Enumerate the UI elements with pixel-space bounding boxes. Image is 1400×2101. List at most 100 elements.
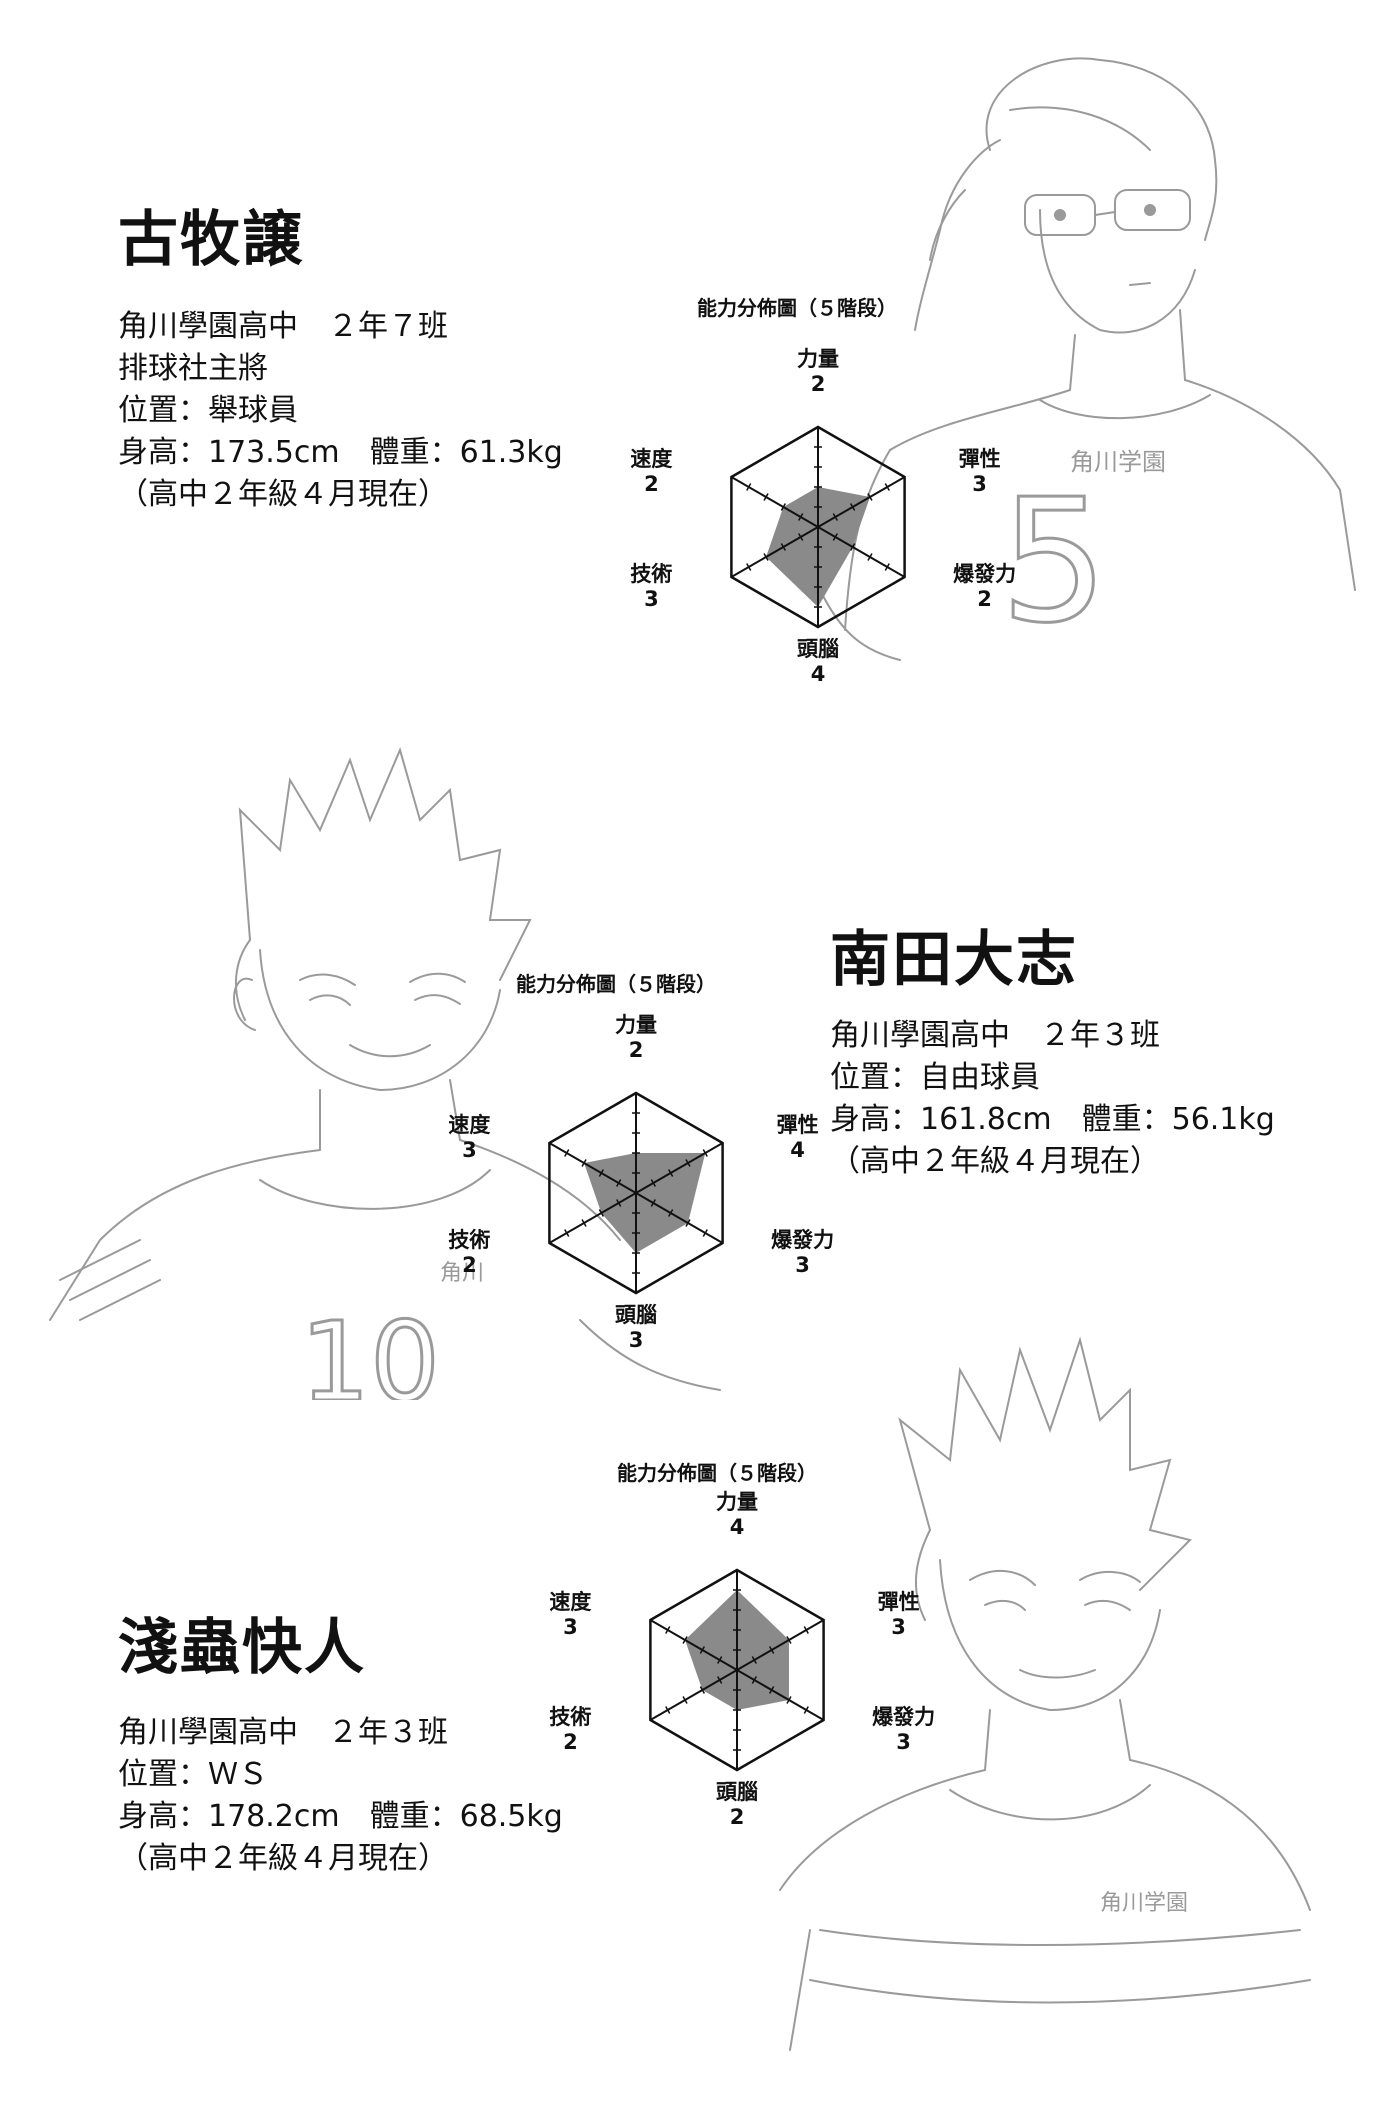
radar-spoke	[817, 526, 906, 578]
radar-tick	[780, 503, 787, 511]
player-1-name: 古牧譲	[118, 205, 304, 275]
player-2-chart-title: 能力分佈圖（５階段）	[516, 972, 716, 996]
radar-tick	[763, 493, 769, 501]
player-2-asof: （高中２年級４月現在）	[830, 1144, 1160, 1179]
stat-value: 2	[729, 1805, 745, 1829]
stat-value: 2	[462, 1253, 477, 1277]
radar-spoke	[635, 1192, 724, 1244]
radar-tick	[798, 513, 804, 521]
stat-value: 3	[462, 1138, 477, 1162]
stat-value: 2	[810, 372, 826, 396]
stat-name: 技術	[630, 562, 673, 586]
radar-tick	[746, 563, 752, 571]
radar-tick	[751, 1676, 757, 1684]
radar-tick	[685, 1159, 691, 1167]
stat-name: 爆發力	[953, 562, 1017, 586]
radar-tick	[682, 1636, 688, 1644]
stat-value: 2	[977, 587, 992, 611]
player-1-school: 角川學園高中 ２年７班	[118, 309, 448, 344]
radar-tick	[581, 1159, 587, 1167]
stat-name: 頭腦	[797, 637, 839, 661]
stat-value: 3	[563, 1615, 578, 1639]
radar-tick	[564, 1229, 570, 1237]
radar-tick	[702, 1229, 708, 1237]
radar-tick	[768, 1686, 775, 1694]
radar-tick	[685, 1219, 691, 1227]
stat-value: 4	[729, 1515, 745, 1539]
radar-tick	[849, 503, 856, 511]
radar-tick	[598, 1169, 605, 1177]
stat-name: 速度	[549, 1590, 592, 1614]
stat-name: 速度	[630, 447, 673, 471]
player-3-name: 淺蟲快人	[118, 1613, 366, 1683]
player-1-sketch: 角川学園 5	[819, 57, 1356, 663]
radar-tick	[581, 1219, 587, 1227]
player-1-role: 排球社主將	[118, 351, 268, 386]
player-2-school: 角川學園高中 ２年３班	[830, 1018, 1160, 1053]
radar-tick	[884, 483, 890, 491]
radar-tick	[832, 513, 838, 521]
radar-tick	[616, 1199, 622, 1207]
radar-tick	[867, 493, 873, 501]
stat-name: 頭腦	[615, 1303, 657, 1327]
stat-name: 力量	[716, 1490, 758, 1514]
radar-spoke	[736, 1669, 825, 1721]
player-3-info: 角川學園高中 ２年３班 位置：ＷＳ 身高：178.2cm 體重：68.5kg （…	[118, 1712, 563, 1880]
player-2-name: 南田大志	[830, 925, 1078, 995]
player-1-position: 位置：舉球員	[118, 393, 298, 428]
player-2-info: 角川學園高中 ２年３班 位置：自由球員 身高：161.8cm 體重：56.1kg…	[830, 1015, 1275, 1183]
radar-tick	[763, 553, 769, 561]
radar-tick	[699, 1646, 706, 1654]
radar-data-area	[584, 1153, 706, 1253]
radar-tick	[780, 543, 787, 551]
radar-tick	[616, 1179, 622, 1187]
player-1-body: 身高：173.5cm 體重：61.3kg	[118, 435, 563, 470]
player-2-sketch: 角川 10	[49, 747, 721, 1400]
stat-value: 2	[644, 472, 659, 496]
radar-tick	[768, 1646, 775, 1654]
radar-tick	[702, 1149, 708, 1157]
radar-tick	[682, 1696, 688, 1704]
radar-tick	[598, 1209, 605, 1217]
stat-name: 技術	[549, 1705, 592, 1729]
player-3-position: 位置：ＷＳ	[118, 1757, 268, 1792]
radar-spoke	[817, 476, 906, 528]
radar-tick	[803, 1626, 809, 1634]
stat-value: 3	[644, 587, 659, 611]
radar-tick	[665, 1706, 671, 1714]
player-3-school: 角川學園高中 ２年３班	[118, 1715, 448, 1750]
radar-tick	[667, 1209, 674, 1217]
stat-value: 2	[628, 1038, 644, 1062]
player-1-chart-title: 能力分佈圖（５階段）	[697, 296, 897, 320]
radar-tick	[717, 1676, 723, 1684]
shirt-text: 角川学園	[1100, 1890, 1188, 1915]
radar-tick	[884, 563, 890, 571]
radar-tick	[803, 1706, 809, 1714]
stat-name: 彈性	[877, 1590, 920, 1614]
stat-name: 彈性	[776, 1113, 819, 1137]
player-1-info: 角川學園高中 ２年７班 排球社主將 位置：舉球員 身高：173.5cm 體重：6…	[118, 306, 563, 516]
radar-tick	[699, 1686, 706, 1694]
radar-tick	[717, 1656, 723, 1664]
stat-value: 3	[972, 472, 987, 496]
stat-name: 彈性	[958, 447, 1001, 471]
radar-spoke	[548, 1192, 637, 1244]
radar-tick	[746, 483, 752, 491]
stat-name: 力量	[797, 347, 839, 371]
radar-spoke	[649, 1669, 738, 1721]
stat-name: 爆發力	[872, 1705, 936, 1729]
player-2-position: 位置：自由球員	[830, 1060, 1040, 1095]
